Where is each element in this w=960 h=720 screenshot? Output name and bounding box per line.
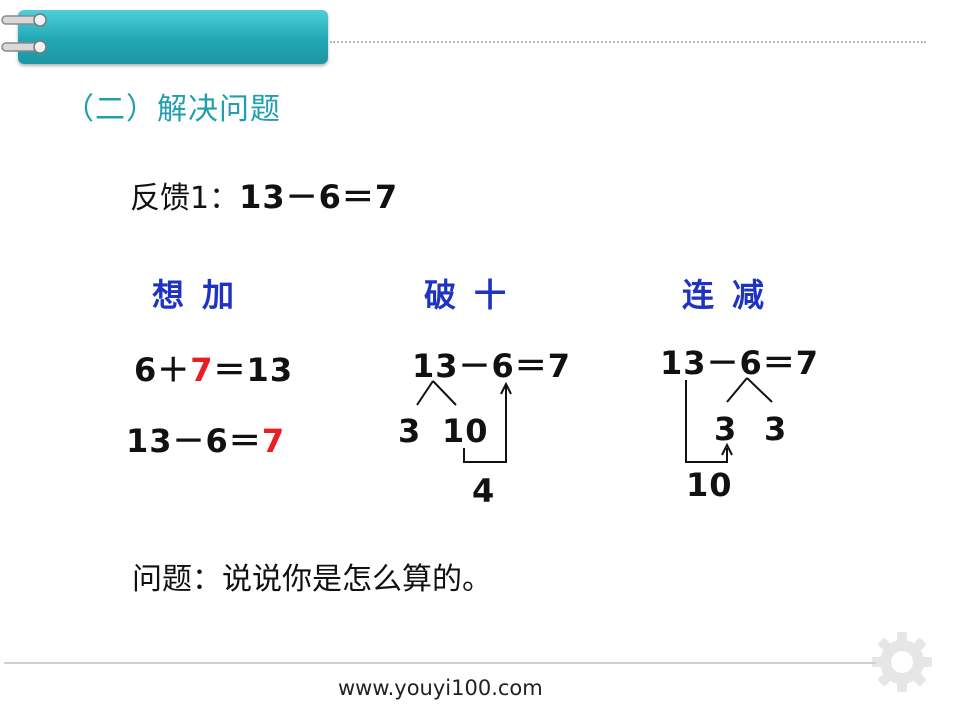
arrow-head <box>721 442 733 456</box>
gear-icon <box>872 632 932 692</box>
consecutive-sub-result: 10 <box>686 466 733 504</box>
method-title-consecutive-sub: 连减 <box>682 276 783 314</box>
break-ten-diagram <box>416 380 512 463</box>
footer-url[interactable]: www.youyi100.com <box>338 676 543 700</box>
eq-part: 13－6＝ <box>126 422 262 460</box>
footer-divider <box>4 662 876 664</box>
header-divider <box>330 41 926 43</box>
eq-part: 6＋ <box>134 351 191 389</box>
split-line-left <box>416 380 434 406</box>
eq-highlight: 7 <box>261 422 286 460</box>
break-ten-right-part: 10 <box>442 412 489 450</box>
consecutive-sub-equation: 13－6＝7 <box>660 344 820 382</box>
method-title-think-add: 想加 <box>152 276 253 314</box>
question-text: 问题：说说你是怎么算的。 <box>132 562 492 597</box>
eq-part: ＝13 <box>213 351 294 389</box>
break-ten-equation: 13－6＝7 <box>412 347 572 385</box>
split-line-right <box>746 377 773 403</box>
consecutive-sub-right-part: 3 <box>764 410 788 448</box>
think-add-equation-2: 13－6＝7 <box>126 416 285 462</box>
bracket-line <box>463 386 507 463</box>
header-tab <box>18 10 328 64</box>
bracket-line <box>685 380 728 463</box>
consecutive-sub-diagram <box>685 377 773 463</box>
method-title-break-ten: 破十 <box>424 276 525 314</box>
section-heading: （二）解决问题 <box>64 92 281 127</box>
binder-ring-icon <box>1 13 47 54</box>
split-line-right <box>432 380 457 406</box>
arrow-head <box>500 381 512 395</box>
break-ten-result: 4 <box>472 472 496 510</box>
split-line-left <box>726 377 748 403</box>
feedback-line: 反馈1：13－6＝7 <box>130 172 398 218</box>
break-ten-left-part: 3 <box>398 412 422 450</box>
think-add-equation-1: 6＋7＝13 <box>134 345 293 391</box>
feedback-label: 反馈1： <box>130 181 240 216</box>
consecutive-sub-left-part: 3 <box>714 410 738 448</box>
feedback-equation: 13－6＝7 <box>239 178 399 216</box>
eq-highlight: 7 <box>190 351 214 389</box>
